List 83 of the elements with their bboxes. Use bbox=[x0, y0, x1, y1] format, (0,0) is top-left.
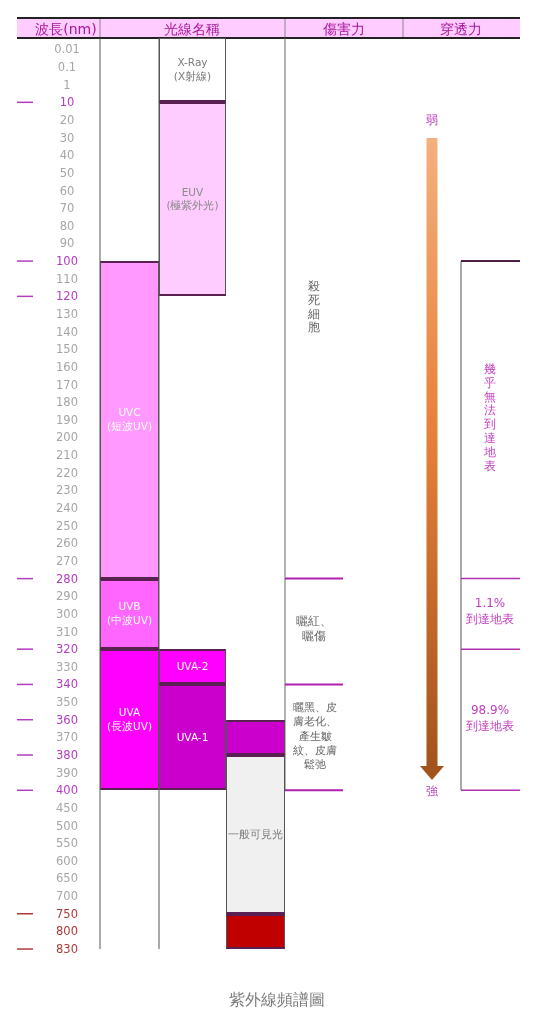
wavelength-label: 310 bbox=[56, 624, 78, 639]
wavelength-label: 300 bbox=[56, 606, 78, 622]
wavelength-label: 1 bbox=[63, 77, 71, 93]
column-header: 傷害力 bbox=[323, 19, 365, 38]
wavelength-label: 360 bbox=[56, 712, 78, 728]
wavelength-label: 50 bbox=[59, 165, 75, 181]
spectrum-band bbox=[226, 755, 285, 914]
wavelength-label: 240 bbox=[56, 500, 78, 516]
wavelength-label: 180 bbox=[56, 394, 78, 410]
wavelength-label: 650 bbox=[56, 871, 78, 886]
wavelength-label: 0.01 bbox=[54, 41, 80, 57]
wavelength-label: 10 bbox=[59, 94, 75, 110]
wavelength-label: 250 bbox=[56, 518, 78, 534]
band-label: X-Ray (X射線) bbox=[172, 56, 213, 84]
band-label: UVC (短波UV) bbox=[105, 406, 154, 434]
wavelength-label: 20 bbox=[59, 112, 75, 128]
wavelength-label: 70 bbox=[59, 200, 75, 216]
wavelength-label: 270 bbox=[56, 553, 78, 569]
spectrum-band bbox=[100, 649, 159, 791]
wavelength-label: 190 bbox=[56, 412, 78, 428]
figure-caption: 紫外線頻譜圖 bbox=[229, 989, 325, 1011]
spectrum-band bbox=[226, 719, 285, 755]
wavelength-label: 210 bbox=[56, 447, 78, 463]
band-label: EUV (極紫外光) bbox=[165, 185, 220, 213]
arrow-label: 弱 bbox=[426, 113, 438, 129]
effect-text: 曬紅、曬傷 bbox=[296, 614, 332, 644]
wavelength-label: 200 bbox=[56, 430, 78, 445]
wavelength-label: 120 bbox=[56, 288, 78, 304]
spectrum-band bbox=[159, 649, 226, 685]
wavelength-label: 390 bbox=[56, 765, 78, 781]
effect-text: 殺死細胞 bbox=[308, 280, 320, 336]
band-label: UVB (中波UV) bbox=[105, 600, 154, 628]
wavelength-label: 130 bbox=[56, 306, 78, 322]
column-header: 波長(nm) bbox=[35, 19, 97, 38]
column-header: 穿透力 bbox=[440, 19, 482, 38]
wavelength-label: 170 bbox=[56, 377, 78, 392]
wavelength-label: 260 bbox=[56, 535, 78, 551]
wavelength-label: 140 bbox=[56, 324, 78, 340]
wavelength-label: 150 bbox=[56, 341, 78, 357]
wavelength-label: 40 bbox=[59, 147, 75, 163]
band-label: UVA (長波UV) bbox=[105, 706, 154, 734]
wavelength-label: 370 bbox=[56, 729, 78, 745]
penetration-text: 1.1% 到達地表 bbox=[465, 596, 515, 628]
wavelength-label: 280 bbox=[56, 571, 78, 587]
spectrum-band bbox=[226, 913, 285, 949]
wavelength-label: 500 bbox=[56, 818, 78, 833]
band-label: UVA-2 bbox=[176, 659, 209, 674]
wavelength-label: 750 bbox=[56, 906, 78, 922]
spectrum-band bbox=[100, 578, 159, 650]
wavelength-label: 220 bbox=[56, 465, 78, 481]
wavelength-label: 800 bbox=[56, 923, 78, 939]
wavelength-label: 30 bbox=[59, 130, 75, 146]
spectrum-band bbox=[159, 38, 226, 103]
wavelength-label: 450 bbox=[56, 800, 78, 816]
wavelength-label: 330 bbox=[56, 659, 78, 675]
penetration-text: 98.9% 到達地表 bbox=[465, 703, 515, 735]
wavelength-label: 90 bbox=[59, 235, 75, 251]
wavelength-label: 400 bbox=[56, 782, 78, 798]
band-label: 一般可見光 bbox=[228, 827, 283, 842]
wavelength-label: 600 bbox=[56, 853, 78, 869]
penetration-text: 幾乎無法到達地表 bbox=[484, 362, 496, 474]
wavelength-label: 830 bbox=[56, 941, 78, 957]
wavelength-label: 290 bbox=[56, 588, 78, 604]
wavelength-label: 110 bbox=[56, 271, 78, 287]
wavelength-label: 0.1 bbox=[57, 59, 77, 75]
wavelength-label: 320 bbox=[56, 641, 78, 657]
band-label: UVA-1 bbox=[176, 730, 209, 745]
wavelength-label: 80 bbox=[59, 218, 75, 234]
wavelength-label: 350 bbox=[56, 694, 78, 710]
wavelength-label: 60 bbox=[59, 183, 75, 198]
column-header: 光線名稱 bbox=[164, 19, 220, 38]
wavelength-label: 160 bbox=[56, 359, 78, 375]
wavelength-label: 550 bbox=[56, 835, 78, 851]
spectrum-band bbox=[159, 684, 226, 791]
spectrum-band bbox=[100, 261, 159, 579]
wavelength-label: 380 bbox=[56, 747, 78, 763]
wavelength-label: 340 bbox=[56, 676, 78, 692]
wavelength-label: 700 bbox=[56, 888, 78, 904]
wavelength-label: 100 bbox=[56, 253, 78, 269]
spectrum-band bbox=[159, 102, 226, 297]
effect-text: 曬黑、皮膚老化、產生皺紋、皮膚鬆弛 bbox=[292, 701, 338, 773]
wavelength-label: 230 bbox=[56, 482, 78, 498]
arrow-label: 強 bbox=[426, 784, 438, 800]
